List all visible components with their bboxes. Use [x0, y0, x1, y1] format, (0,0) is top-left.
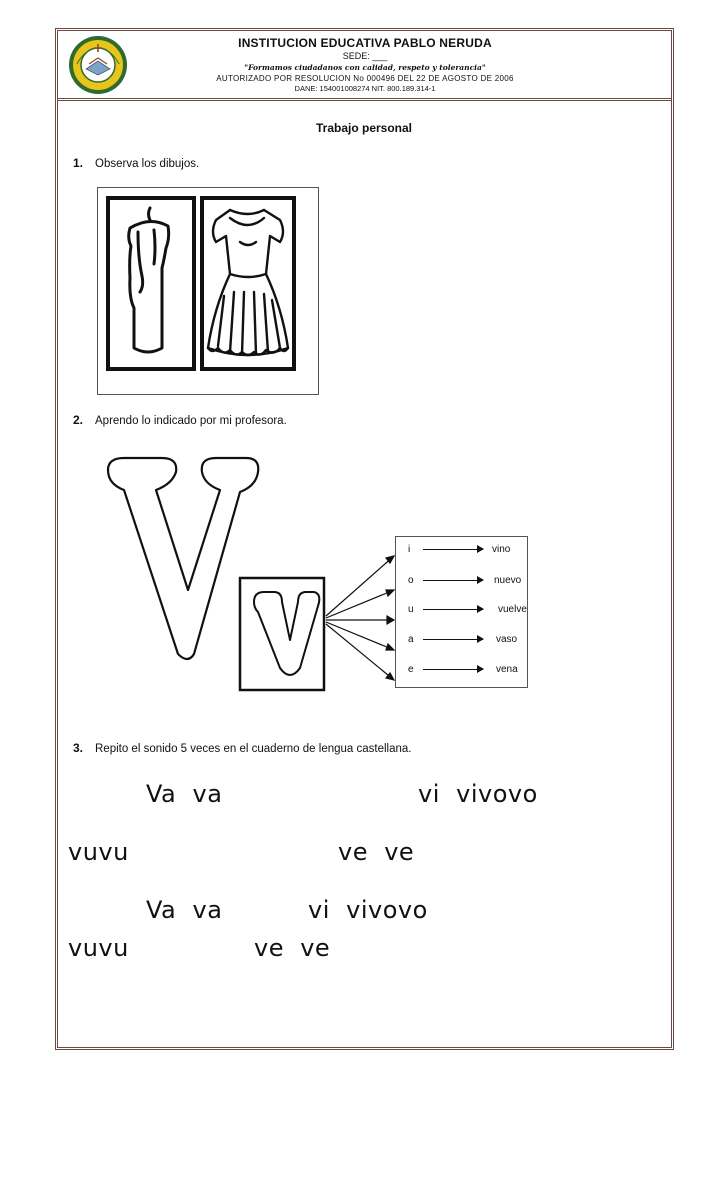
- instruction-text: Repito el sonido 5 veces en el cuaderno …: [95, 743, 412, 755]
- word-label: vuelve: [498, 604, 527, 615]
- page-title: Trabajo personal: [315, 121, 413, 135]
- school-logo: [69, 36, 127, 94]
- page-frame: [55, 28, 674, 1050]
- arrow-right-icon: [423, 635, 484, 643]
- vowel-row: a vaso: [396, 630, 529, 650]
- letter-v-diagram: [106, 456, 396, 692]
- instruction-3: 3. Repito el sonido 5 veces en el cuadern…: [73, 741, 411, 755]
- vowel-word-box: i vino o nuevo u vuelve a vaso e vena: [395, 536, 528, 688]
- instruction-1: 1. Observa los dibujos.: [73, 156, 199, 170]
- school-motto: "Formamos ciudadanos con calidad, respet…: [244, 63, 486, 72]
- header-band: [58, 31, 671, 101]
- dress-icon: [206, 208, 290, 357]
- vowel-label: u: [408, 604, 414, 615]
- candle-icon: [127, 206, 171, 354]
- arrow-right-icon: [423, 545, 484, 553]
- arrow-right-icon: [423, 605, 484, 613]
- instruction-number: 2.: [73, 413, 84, 427]
- lowercase-v-outline: [253, 591, 321, 676]
- practice-vu: vuvu: [68, 838, 129, 866]
- practice-ve: ve ve: [254, 934, 331, 962]
- word-label: nuevo: [494, 575, 522, 586]
- instruction-text: Observa los dibujos.: [95, 158, 200, 170]
- word-label: vena: [496, 664, 518, 675]
- institution-name: INSTITUCION EDUCATIVA PABLO NERUDA: [238, 36, 492, 50]
- authorization-line: AUTORIZADO POR RESOLUCION No 000496 DEL …: [216, 74, 514, 83]
- practice-va: Va va: [146, 780, 223, 808]
- instruction-text: Aprendo lo indicado por mi profesora.: [95, 415, 287, 427]
- sede-label: SEDE: ___: [342, 51, 388, 61]
- word-label: vino: [492, 544, 511, 555]
- practice-vi: vi vivovo: [308, 896, 428, 924]
- instruction-2: 2. Aprendo lo indicado por mi profesora.: [73, 413, 287, 427]
- practice-ve: ve ve: [338, 838, 415, 866]
- practice-va: Va va: [146, 896, 223, 924]
- pictures-box: [97, 187, 319, 395]
- vowel-row: e vena: [396, 660, 529, 680]
- dane-line: DANE: 154001008274 NIT. 800.189.314-1: [294, 84, 436, 93]
- arrow-right-icon: [423, 576, 484, 584]
- instruction-number: 3.: [73, 741, 84, 755]
- word-label: vaso: [496, 634, 518, 645]
- practice-vu: vuvu: [68, 934, 129, 962]
- candle-and-dress-illustration: [106, 196, 296, 371]
- vowel-label: o: [408, 575, 414, 586]
- vowel-row: u vuelve: [396, 600, 529, 620]
- header-text: INSTITUCION EDUCATIVA PABLO NERUDA SEDE:…: [200, 36, 530, 93]
- vowel-label: i: [408, 544, 411, 555]
- connector-arrows: [325, 555, 396, 681]
- vowel-label: e: [408, 664, 414, 675]
- vowel-row: i vino: [396, 540, 529, 560]
- vowel-label: a: [408, 634, 414, 645]
- practice-vi: vi vivovo: [418, 780, 538, 808]
- vowel-row: o nuevo: [396, 571, 529, 591]
- uppercase-v-outline: [106, 456, 260, 661]
- instruction-number: 1.: [73, 156, 84, 170]
- arrow-right-icon: [423, 665, 484, 673]
